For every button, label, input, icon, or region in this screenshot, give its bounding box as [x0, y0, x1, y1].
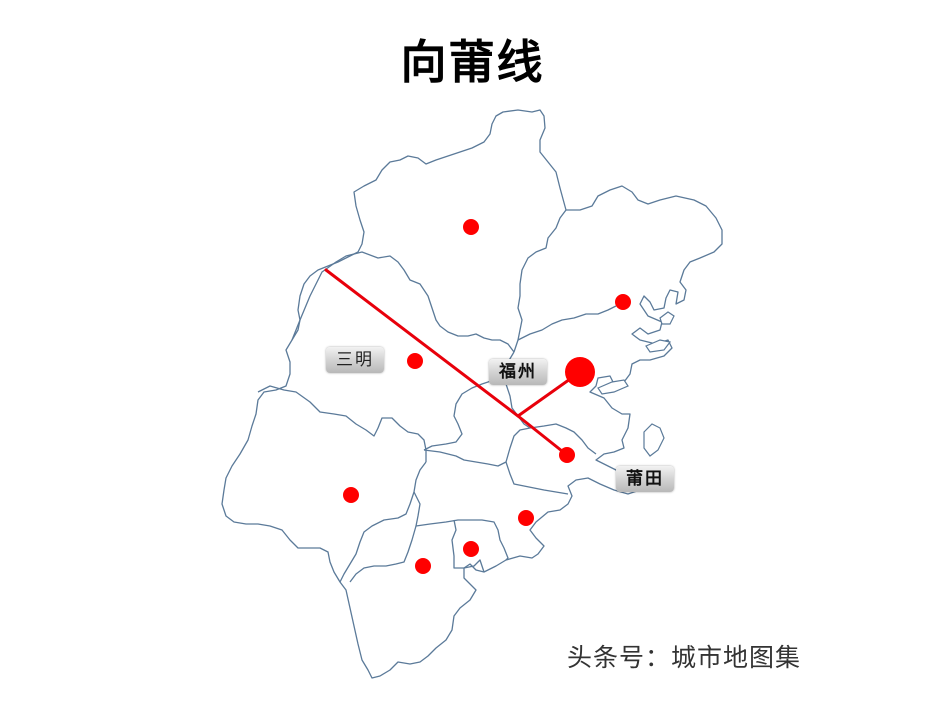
city-dot-putian[interactable]	[559, 447, 575, 463]
islet-ningde-1	[659, 311, 675, 325]
city-dot-ningde[interactable]	[615, 294, 631, 310]
city-label-sanming: 三明	[326, 347, 384, 373]
border-ningde-fuzhou	[517, 305, 617, 341]
city-label-putian: 莆田	[616, 466, 674, 492]
border-zhangzhou-longyan	[349, 525, 417, 583]
city-dot-xiamen[interactable]	[463, 541, 479, 557]
border-quanzhou-south	[505, 461, 569, 495]
border-putian-quanzhou	[423, 423, 597, 467]
city-label-fuzhou: 福州	[489, 359, 547, 385]
border-nanping-sanming	[291, 251, 515, 353]
border-xiamen	[451, 519, 485, 573]
border-zhangzhou-quanzhou	[413, 491, 509, 561]
border-nanping-ningde	[513, 209, 567, 353]
watermark-credit: 头条号：城市地图集	[567, 643, 802, 672]
city-dot-zhangzhou[interactable]	[415, 558, 431, 574]
city-dot-longyan[interactable]	[343, 487, 359, 503]
city-dot-sanming[interactable]	[407, 353, 423, 369]
map-title: 向莆线	[400, 35, 545, 89]
islet-ningde-2	[645, 339, 672, 353]
islet-fuzhou-bay	[597, 379, 629, 395]
border-sanming-longyan	[257, 385, 427, 462]
islet-fuzhou-pingtan	[643, 423, 665, 457]
city-dot-quanzhou[interactable]	[518, 510, 534, 526]
province-outline	[221, 109, 723, 679]
city-dot-nanping[interactable]	[463, 219, 479, 235]
border-longyan-quanzhou	[339, 461, 427, 583]
city-dot-fuzhou[interactable]	[565, 357, 595, 387]
